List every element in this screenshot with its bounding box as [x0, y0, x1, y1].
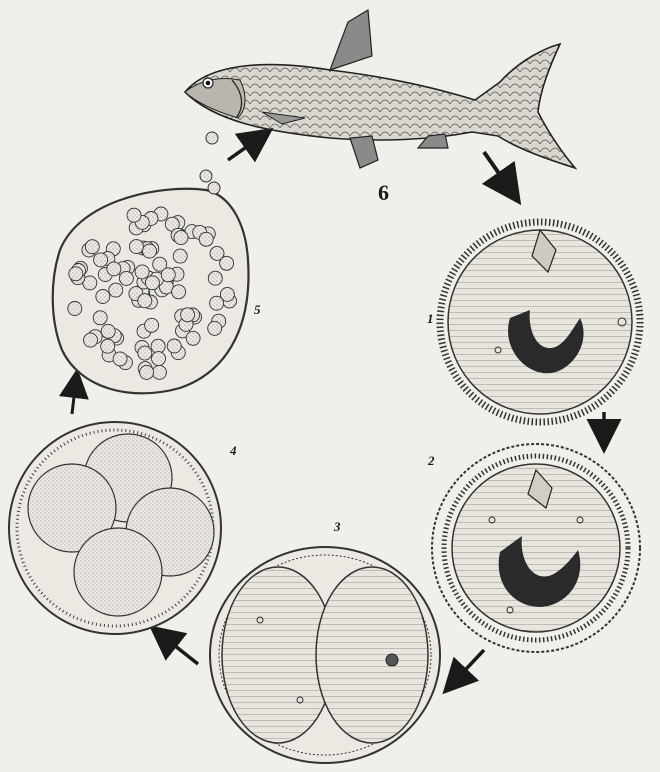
- tomite: [210, 296, 224, 310]
- stage-6-label: 6: [378, 180, 389, 205]
- tomite: [93, 311, 107, 325]
- stage-4-label: 4: [229, 443, 237, 458]
- tomite: [135, 265, 149, 279]
- tomite: [96, 290, 110, 304]
- tomite: [174, 231, 188, 245]
- tomite: [138, 294, 152, 308]
- tomite: [186, 331, 200, 345]
- tomite: [107, 262, 121, 276]
- stage-2-tomont: [432, 444, 640, 652]
- tomite: [69, 267, 83, 281]
- stage-3-label: 3: [333, 519, 341, 534]
- tomite: [152, 365, 166, 379]
- stage-1-label: 1: [427, 311, 434, 326]
- arrow-fish-to-1: [484, 152, 512, 192]
- tomite: [113, 352, 127, 366]
- stage-2-label: 2: [427, 453, 435, 468]
- arrow-3-to-4: [160, 634, 198, 664]
- tomite: [127, 208, 141, 222]
- tomite: [85, 240, 99, 254]
- stage-5-label: 5: [254, 302, 261, 317]
- tomite: [161, 268, 175, 282]
- tomite: [129, 240, 143, 254]
- tomite: [199, 232, 213, 246]
- tomite: [173, 249, 187, 263]
- stage-3-two-cell-cyst: [210, 547, 440, 763]
- fish-host: [185, 10, 575, 168]
- tomite: [145, 276, 159, 290]
- tomite: [152, 352, 166, 366]
- tomite: [151, 339, 165, 353]
- tomite: [143, 244, 157, 258]
- tomite: [101, 324, 115, 338]
- arrow-2-to-3: [452, 650, 484, 684]
- stage-1-trophont: [440, 222, 640, 422]
- tomite: [208, 321, 222, 335]
- tomite: [68, 302, 82, 316]
- tomite: [138, 346, 152, 360]
- tomite: [94, 253, 108, 267]
- stage-5-mature-cyst: [53, 189, 249, 394]
- stage-4-four-cell-cyst: [9, 422, 221, 634]
- tomite: [172, 285, 186, 299]
- tomite: [119, 271, 133, 285]
- tomite: [167, 339, 181, 353]
- tomite: [145, 318, 159, 332]
- arrow-5-to-fish: [228, 136, 262, 160]
- tomite: [210, 246, 224, 260]
- tomite: [181, 308, 195, 322]
- tomite: [101, 339, 115, 353]
- tomite: [140, 365, 154, 379]
- tomite: [208, 271, 222, 285]
- arrow-4-to-5: [72, 380, 76, 414]
- tomite: [109, 283, 123, 297]
- tomite: [84, 333, 98, 347]
- released-tomites: [200, 132, 220, 194]
